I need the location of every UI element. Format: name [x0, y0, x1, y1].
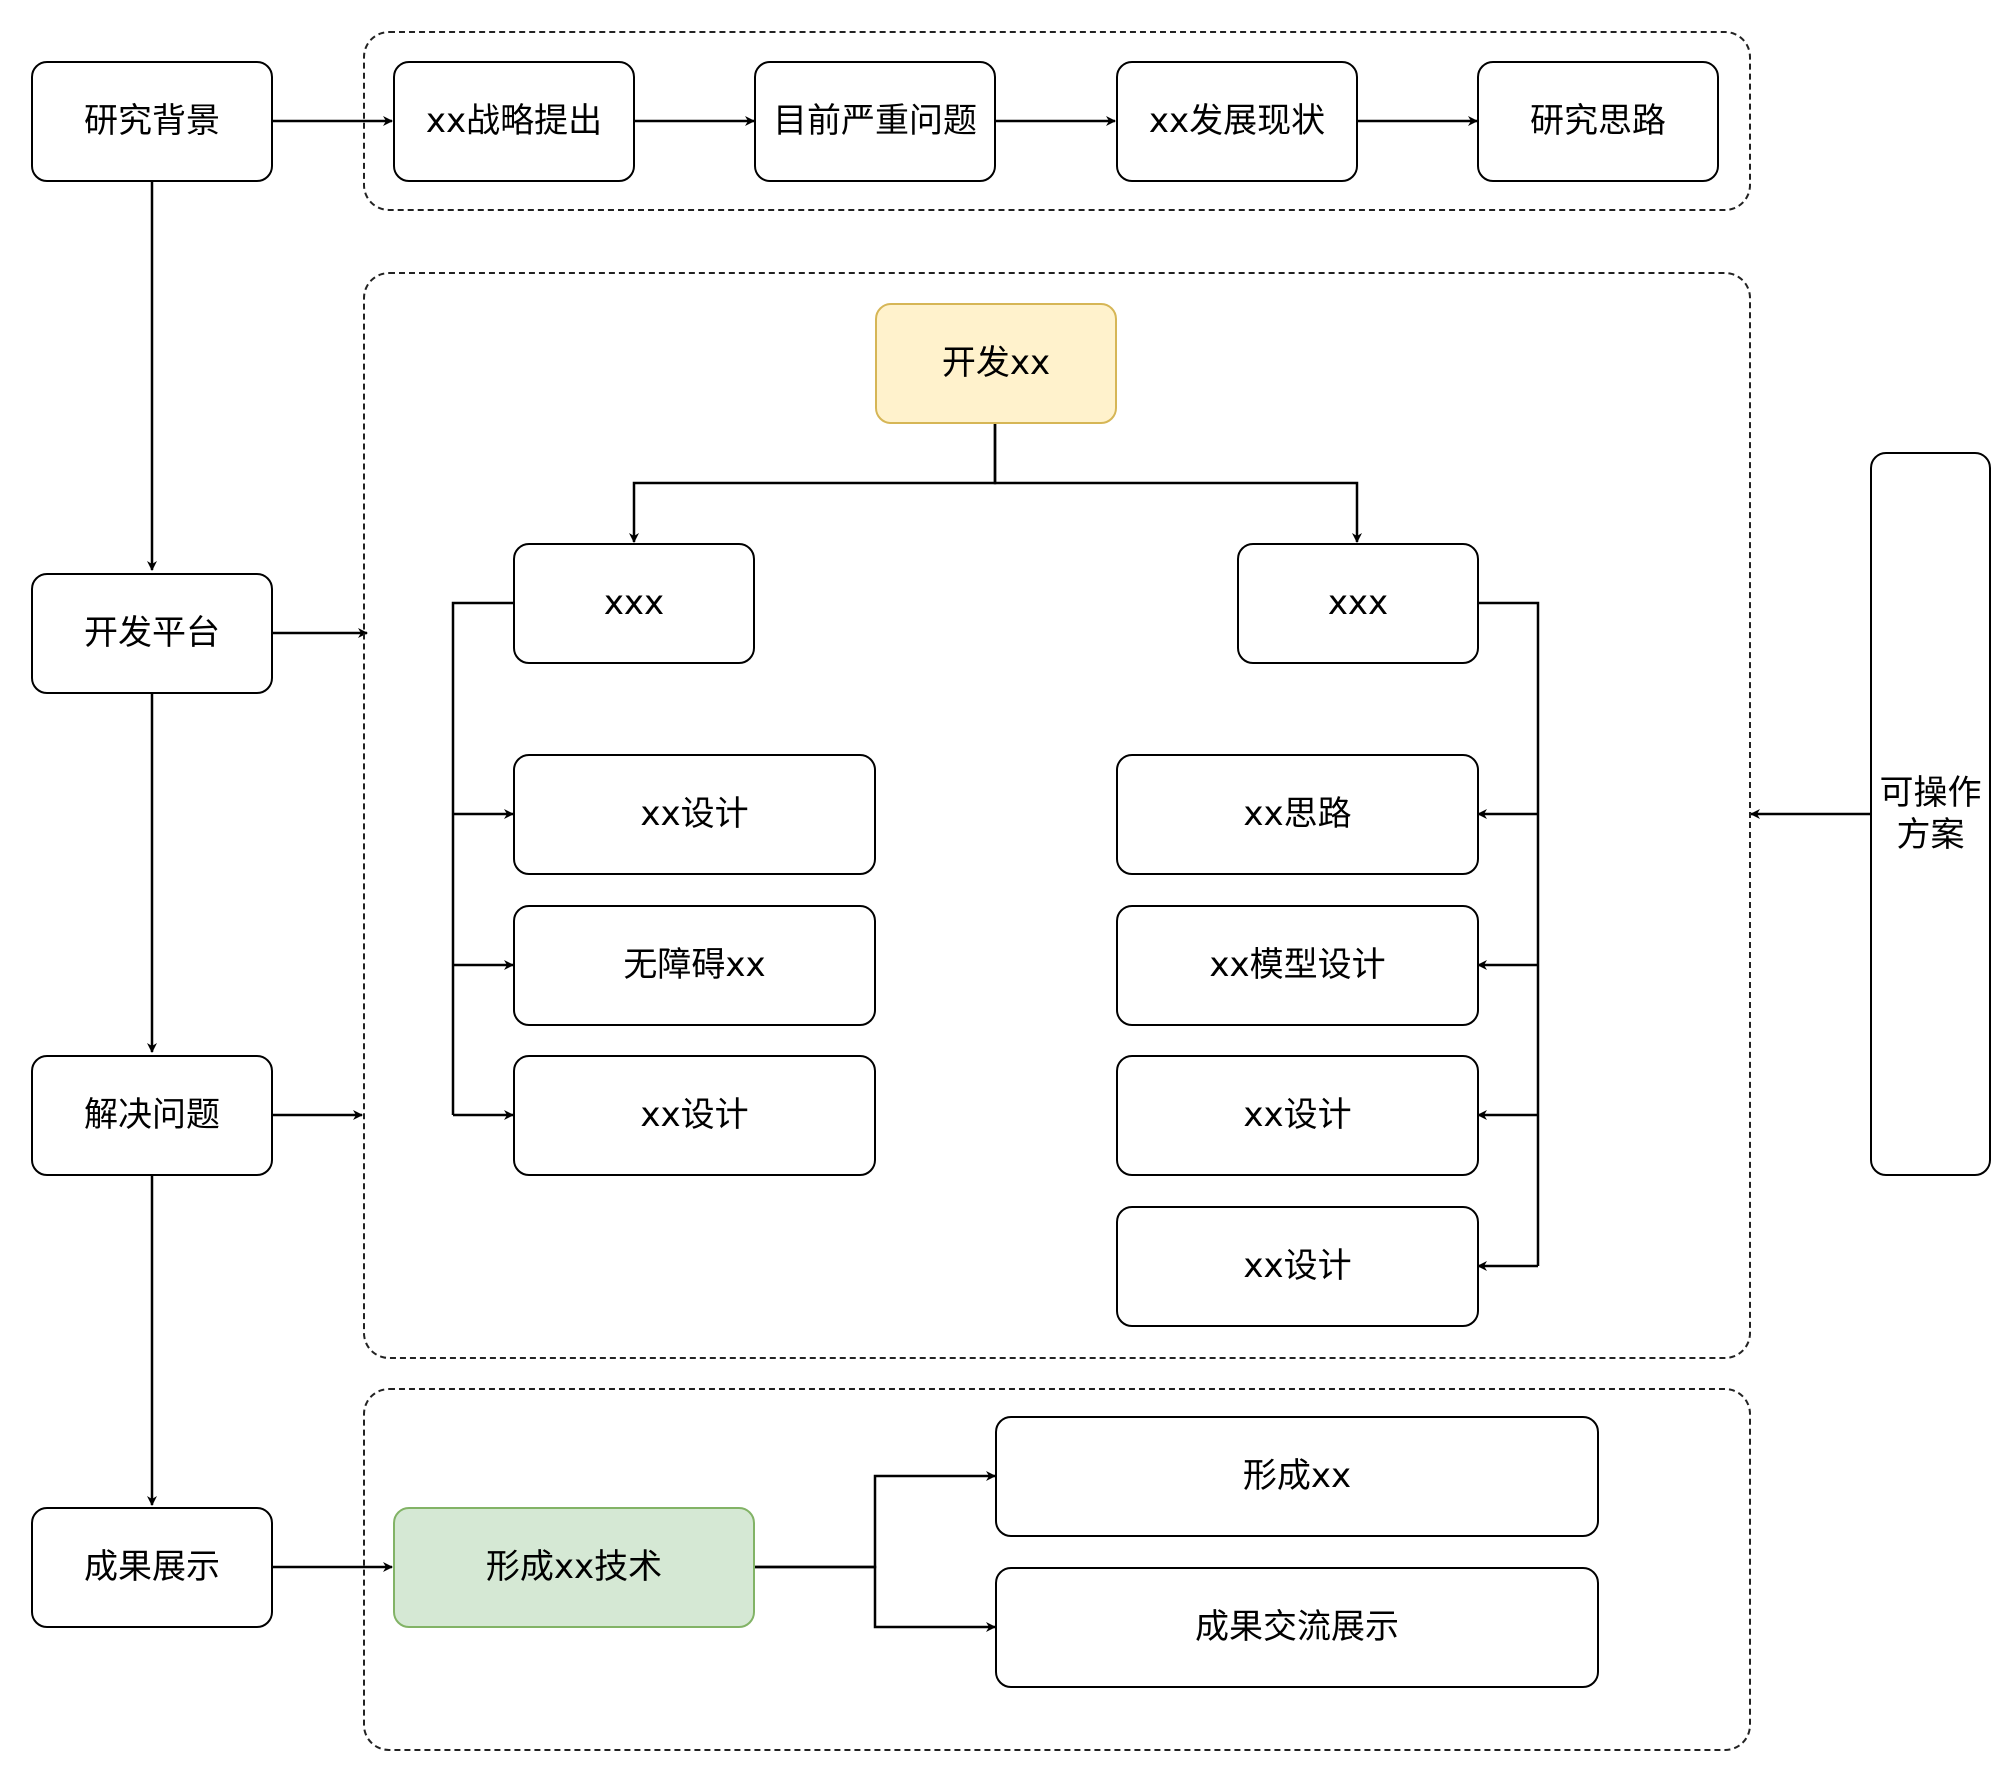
- edge-source-to-target-2: [754, 1565, 996, 1632]
- left-branch-bus: [451, 601, 513, 1115]
- node-left-child-1[interactable]: xx设计: [513, 754, 876, 875]
- node-left-child-2[interactable]: 无障碍xx: [513, 905, 876, 1026]
- node-label: 开发平台: [84, 613, 220, 654]
- node-operable-plan[interactable]: 可操作方案: [1870, 452, 1991, 1176]
- node-solve-problems[interactable]: 解决问题: [31, 1055, 273, 1176]
- node-label: 研究背景: [84, 101, 220, 142]
- node-right-child-4[interactable]: xx设计: [1116, 1206, 1479, 1327]
- node-dev-platform[interactable]: 开发平台: [31, 573, 273, 694]
- node-label: 开发xx: [941, 343, 1051, 384]
- node-form-xx[interactable]: 形成xx: [995, 1416, 1599, 1537]
- node-label: 成果交流展示: [1195, 1607, 1399, 1648]
- node-label: 形成xx技术: [485, 1547, 663, 1588]
- node-label: 研究思路: [1530, 101, 1666, 142]
- node-label: xx设计: [1243, 1246, 1352, 1287]
- node-right-branch-head[interactable]: xxx: [1237, 543, 1479, 664]
- node-left-branch-head[interactable]: xxx: [513, 543, 755, 664]
- top-row-group: [363, 31, 1751, 211]
- node-label: xx模型设计: [1209, 945, 1386, 986]
- node-top-1[interactable]: xx战略提出: [393, 61, 635, 182]
- bottom-group: [363, 1388, 1751, 1751]
- node-results-display[interactable]: 成果展示: [31, 1507, 273, 1628]
- node-label: xx思路: [1243, 794, 1352, 835]
- node-top-4[interactable]: 研究思路: [1477, 61, 1719, 182]
- node-left-child-3[interactable]: xx设计: [513, 1055, 876, 1176]
- node-label: 形成xx: [1242, 1456, 1352, 1497]
- node-label: xxx: [603, 583, 665, 624]
- node-label: xx设计: [640, 794, 749, 835]
- node-root-develop[interactable]: 开发xx: [875, 303, 1117, 424]
- node-label: xxx: [1327, 583, 1389, 624]
- node-label: xx设计: [640, 1095, 749, 1136]
- edge-root-to-right-branch: [993, 424, 1362, 543]
- right-branch-bus: [1478, 601, 1540, 1266]
- node-research-background[interactable]: 研究背景: [31, 61, 273, 182]
- middle-group: [363, 272, 1751, 1359]
- node-label: 无障碍xx: [623, 945, 766, 986]
- node-right-child-1[interactable]: xx思路: [1116, 754, 1479, 875]
- node-right-child-2[interactable]: xx模型设计: [1116, 905, 1479, 1026]
- node-label: 可操作方案: [1879, 772, 1982, 856]
- node-label: xx设计: [1243, 1095, 1352, 1136]
- node-label: 目前严重问题: [773, 101, 977, 142]
- node-results-exchange[interactable]: 成果交流展示: [995, 1567, 1599, 1688]
- node-label: 解决问题: [84, 1095, 220, 1136]
- node-top-3[interactable]: xx发展现状: [1116, 61, 1358, 182]
- node-form-technology[interactable]: 形成xx技术: [393, 1507, 755, 1628]
- node-label: 成果展示: [84, 1547, 220, 1588]
- node-label: xx发展现状: [1148, 101, 1326, 142]
- node-top-2[interactable]: 目前严重问题: [754, 61, 996, 182]
- node-label: xx战略提出: [425, 101, 603, 142]
- node-right-child-3[interactable]: xx设计: [1116, 1055, 1479, 1176]
